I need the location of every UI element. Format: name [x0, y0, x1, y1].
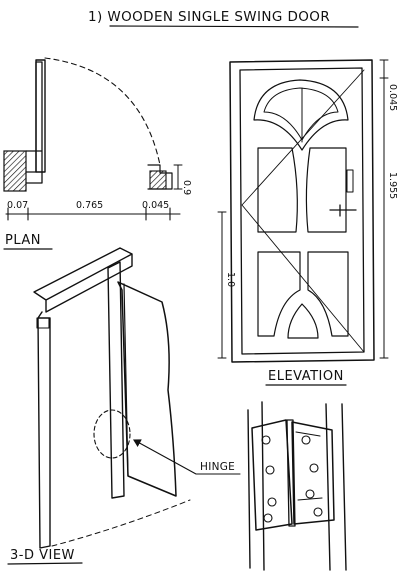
plan-left-wall-hatch [3, 150, 27, 192]
3d-view-label-underline [7, 562, 83, 565]
screw [305, 489, 315, 499]
3d-floor-swing-arc [51, 499, 191, 547]
screw [309, 463, 319, 473]
elevation-dim-height: 1.955 [387, 172, 398, 199]
screw [267, 497, 277, 507]
plan-right-wall-hatch [149, 170, 167, 190]
plan-view: 0.9 0.07 0.765 0.045 PLAN [3, 57, 192, 250]
elevation-dim-top: 0.045 [387, 84, 398, 111]
elevation-right-low-panel [307, 251, 349, 337]
elevation-height-dim-line [379, 59, 389, 359]
plan-dim-opening: 0.765 [76, 200, 103, 211]
elevation-right-mid-panel [305, 147, 347, 233]
plan-left-frame [25, 61, 43, 184]
plan-dim-frame: 0.07 [7, 200, 28, 211]
plan-door-leaf [35, 59, 46, 173]
screw [313, 507, 323, 517]
hinge-screws [261, 435, 323, 523]
elevation-label: ELEVATION [268, 369, 344, 384]
elevation-left-mid-panel [257, 147, 298, 233]
elevation-handle [329, 204, 357, 217]
plan-label: PLAN [5, 233, 41, 248]
3d-door-leaf [117, 281, 177, 497]
plan-side-dim-line [173, 164, 183, 190]
screw [301, 435, 311, 445]
screw [265, 465, 275, 475]
hinge-left-plate [251, 419, 293, 531]
hinge-knuckle [286, 419, 296, 527]
elevation-arch-inner [263, 87, 339, 141]
hinge-label: HINGE [200, 461, 235, 473]
3d-view-label: 3-D VIEW [10, 548, 75, 563]
elevation-tower-bolt [346, 169, 354, 193]
3d-left-post [37, 311, 51, 549]
elevation-arch-panel [253, 79, 349, 151]
title-underline [109, 25, 359, 28]
hinge-leader-line [133, 439, 241, 475]
elevation-left-low-panel [257, 251, 301, 337]
elevation-swing-diagonal [241, 69, 365, 353]
elevation-view: 0.045 1.955 1.0 ELEVATION [217, 59, 398, 386]
hinge-detail: HINGE [133, 401, 347, 571]
plan-dim-line [5, 207, 181, 221]
3d-head-beam [33, 247, 133, 313]
3d-left-post-block [36, 317, 50, 329]
hinge-frame-post [247, 401, 265, 571]
3d-view: 3-D VIEW [7, 247, 191, 565]
elevation-dim-handle: 1.0 [225, 272, 236, 287]
hinge-right-plate [291, 421, 335, 525]
plan-side-dim: 0.9 [181, 180, 192, 195]
screw [261, 435, 271, 445]
plan-dim-jamb: 0.045 [142, 200, 169, 211]
plan-right-frame [147, 164, 173, 190]
3d-hinge-callout-circle [93, 409, 131, 459]
elevation-handle-dim-line [217, 211, 227, 359]
plan-swing-arc [44, 57, 161, 166]
elevation-outer-frame [229, 59, 375, 363]
screw [263, 513, 273, 523]
drawing-title: 1) WOODEN SINGLE SWING DOOR [88, 9, 330, 25]
hinge-door-post [325, 403, 347, 571]
elevation-center-drop-panel [287, 303, 319, 339]
hinge-flap-edge [295, 431, 323, 501]
3d-right-post [107, 261, 125, 499]
3d-door-edge [123, 283, 129, 477]
